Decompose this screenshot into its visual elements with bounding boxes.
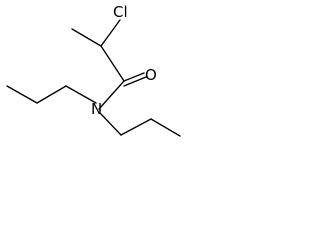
bond-carbonyl-double-outer bbox=[123, 72, 145, 82]
bond-left-propyl-2 bbox=[36, 85, 67, 104]
bond-alpha-carbon-chlorine bbox=[100, 19, 121, 47]
bonds bbox=[6, 19, 181, 137]
bond-nitrogen-left-propyl-1 bbox=[65, 85, 97, 104]
bond-nitrogen-right-propyl-1 bbox=[100, 113, 122, 136]
bond-right-propyl-3 bbox=[150, 118, 181, 137]
chemical-structure-diagram: Cl O N bbox=[6, 3, 181, 137]
bond-left-propyl-3 bbox=[6, 85, 38, 104]
bond-alpha-carbon-carbonyl-carbon bbox=[100, 45, 125, 82]
bond-right-propyl-2 bbox=[120, 118, 152, 136]
chlorine-atom-label: Cl bbox=[113, 3, 128, 21]
bond-carbonyl-double-inner bbox=[123, 76, 147, 87]
bond-carbonyl-carbon-nitrogen bbox=[98, 80, 125, 110]
nitrogen-atom-label: N bbox=[91, 100, 102, 118]
structure-canvas: Cl O N bbox=[0, 0, 186, 150]
oxygen-atom-label: O bbox=[145, 66, 157, 84]
bond-methyl-alpha-carbon bbox=[71, 28, 102, 47]
